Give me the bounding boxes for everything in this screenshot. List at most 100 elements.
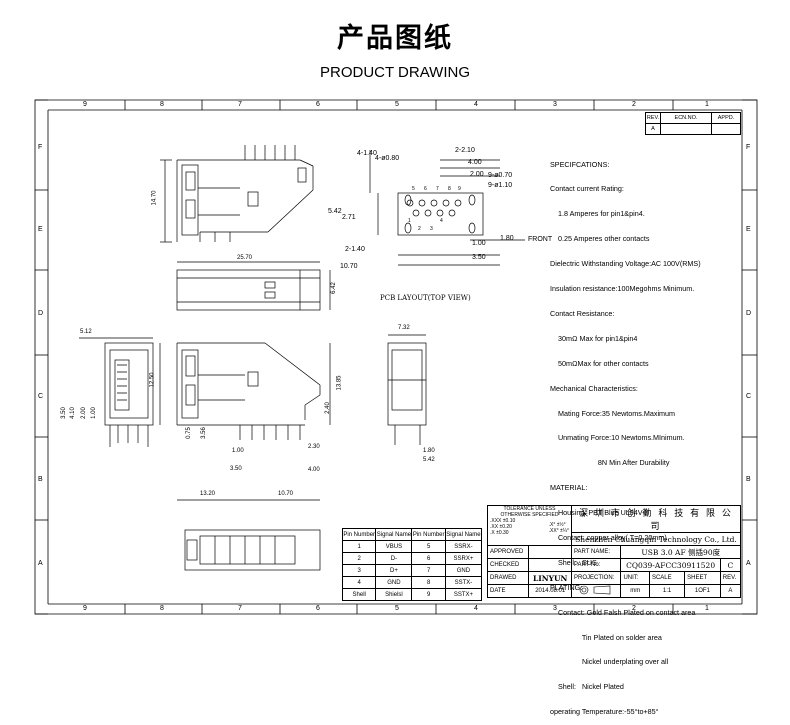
spec-line: Nickel underplating over all bbox=[550, 657, 669, 667]
unit-label: UNIT: bbox=[620, 571, 650, 585]
grid-row-label: A bbox=[746, 560, 751, 567]
pin-cell: SSRX- bbox=[444, 540, 483, 553]
spec-line: SPECIFCATIONS: bbox=[550, 159, 610, 169]
pin-cell: 3 bbox=[341, 564, 377, 577]
projection-symbol-icon bbox=[579, 585, 611, 595]
grid-col-label: 2 bbox=[632, 605, 636, 612]
dim-label: 13.20 bbox=[200, 491, 216, 497]
pin-cell: D+ bbox=[375, 564, 413, 577]
pin-header: Signal Name bbox=[444, 528, 483, 541]
dim-label: 4.00 bbox=[308, 467, 320, 473]
company-en: Shenzhen Chuangqin Technology Co., Ltd. bbox=[570, 532, 742, 546]
part-name-label: PART NAME: bbox=[570, 545, 622, 559]
spec-line: Mating Force:35 Newtoms.Maximum bbox=[550, 408, 676, 418]
grid-row-label: E bbox=[38, 226, 43, 233]
dim-label: 3.50 bbox=[472, 254, 486, 261]
dim-label: 1.00 bbox=[90, 407, 97, 419]
dim-label: 1.80 bbox=[500, 235, 514, 242]
pin-label: 1 bbox=[408, 218, 411, 224]
pin-cell: 6 bbox=[411, 552, 446, 565]
spec-line: Contact: Gold Falsh Plated on contact ar… bbox=[550, 607, 696, 617]
pin-label: 8 bbox=[448, 186, 451, 192]
pin-cell: SSTX+ bbox=[444, 588, 483, 601]
pin-cell: VBUS bbox=[375, 540, 413, 553]
dim-label: 5.42 bbox=[423, 457, 435, 463]
pin-header: Pin Number bbox=[341, 528, 377, 541]
tolerance-title: TOLERANCE UNLESS OTHERWISE SPECIFIED bbox=[500, 506, 559, 518]
dim-label: 13.85 bbox=[336, 375, 343, 391]
dim-label: 2.40 bbox=[324, 402, 331, 414]
pin-cell: 9 bbox=[411, 588, 446, 601]
angle-line: .XX° ±¼° bbox=[548, 528, 569, 534]
pin-header: Signal Name bbox=[375, 528, 413, 541]
part-no-label: PART No: bbox=[570, 558, 622, 572]
pin-header: Pin Number bbox=[411, 528, 446, 541]
dim-label: 6.42 bbox=[330, 282, 337, 294]
pcb-layout bbox=[369, 150, 525, 266]
pin-cell: 5 bbox=[411, 540, 446, 553]
dim-label: 2-2.10 bbox=[455, 147, 475, 154]
tol-line: .XX ±0.20 bbox=[490, 524, 512, 530]
pin-label: 9 bbox=[458, 186, 461, 192]
dim-label: 4-ø0.80 bbox=[375, 155, 400, 162]
dim-label: 5.42 bbox=[328, 208, 342, 215]
spec-line: Insulation resistance:100Megohms Minimum… bbox=[550, 284, 695, 294]
grid-col-label: 2 bbox=[632, 101, 636, 108]
dim-label: 1.00 bbox=[472, 240, 486, 247]
drawing-sheet bbox=[34, 99, 758, 615]
pin-label: 2 bbox=[418, 226, 421, 232]
revision-table: REV. ECN.NO. APPD. A bbox=[645, 112, 741, 135]
front-label: FRONT bbox=[528, 236, 553, 243]
spec-line: 0.25 Amperes other contacts bbox=[550, 234, 650, 244]
dim-label: 4-1.40 bbox=[357, 150, 377, 157]
grid-col-label: 4 bbox=[474, 101, 478, 108]
pin-label: 7 bbox=[436, 186, 439, 192]
projection-icon bbox=[570, 584, 622, 598]
pin-cell: 8 bbox=[411, 576, 446, 589]
dim-label: 2.00 bbox=[80, 407, 87, 419]
pin-cell: 7 bbox=[411, 564, 446, 577]
dim-label: 3.50 bbox=[60, 407, 67, 419]
pin-cell: 1 bbox=[341, 540, 377, 553]
scale-value: 1:1 bbox=[648, 584, 686, 598]
grid-col-label: 8 bbox=[160, 101, 164, 108]
title-cn: 产品图纸 bbox=[337, 23, 453, 54]
rev-label: REV. bbox=[719, 571, 742, 585]
date-label: DATE bbox=[486, 584, 530, 598]
appd-header: APPD. bbox=[711, 112, 741, 124]
dim-label: 1.00 bbox=[232, 448, 244, 454]
dim-label: 2.71 bbox=[342, 214, 356, 221]
top-view bbox=[176, 261, 331, 311]
tol-line: .X ±0.30 bbox=[490, 530, 509, 536]
grid-row-label: F bbox=[38, 144, 43, 151]
pcb-caption: PCB LAYOUT(TOP VIEW) bbox=[380, 294, 471, 302]
spec-line: Shell: Nickel Plated bbox=[550, 682, 624, 692]
grid-row-label: F bbox=[746, 144, 751, 151]
pin-label: 4 bbox=[440, 218, 443, 224]
grid-col-label: 5 bbox=[395, 605, 399, 612]
dim-label: 0.75 bbox=[185, 427, 192, 439]
specifications: SPECIFCATIONS: Contact current Rating: 1… bbox=[550, 144, 701, 725]
dim-label: 5.12 bbox=[80, 329, 92, 335]
checked-label: CHECKED bbox=[486, 558, 530, 572]
dim-label: 2.30 bbox=[308, 444, 320, 450]
pin-label: 5 bbox=[412, 186, 415, 192]
spec-line: Dielectric Withstanding Voltage:AC 100V(… bbox=[550, 259, 701, 269]
grid-col-label: 9 bbox=[83, 605, 87, 612]
pin-label: 3 bbox=[430, 226, 433, 232]
grid-col-label: 6 bbox=[316, 605, 320, 612]
tol-line: .XXX ±0.10 bbox=[490, 518, 516, 524]
pin-cell: 2 bbox=[341, 552, 377, 565]
unit-value: mm bbox=[620, 584, 650, 598]
part-name: USB 3.0 AF 侧插90度 bbox=[620, 545, 741, 559]
dim-label: 3.50 bbox=[230, 466, 242, 472]
grid-row-label: A bbox=[38, 560, 43, 567]
pin-cell: SSTX- bbox=[444, 576, 483, 589]
spec-line: Contact current Rating: bbox=[550, 184, 624, 194]
dim-label: 14.70 bbox=[151, 190, 158, 206]
right-view bbox=[387, 334, 427, 445]
dim-label: 7.32 bbox=[398, 325, 410, 331]
pin-label: 6 bbox=[424, 186, 427, 192]
pin-cell: Shielsl bbox=[375, 588, 413, 601]
bottom-view bbox=[184, 529, 321, 571]
